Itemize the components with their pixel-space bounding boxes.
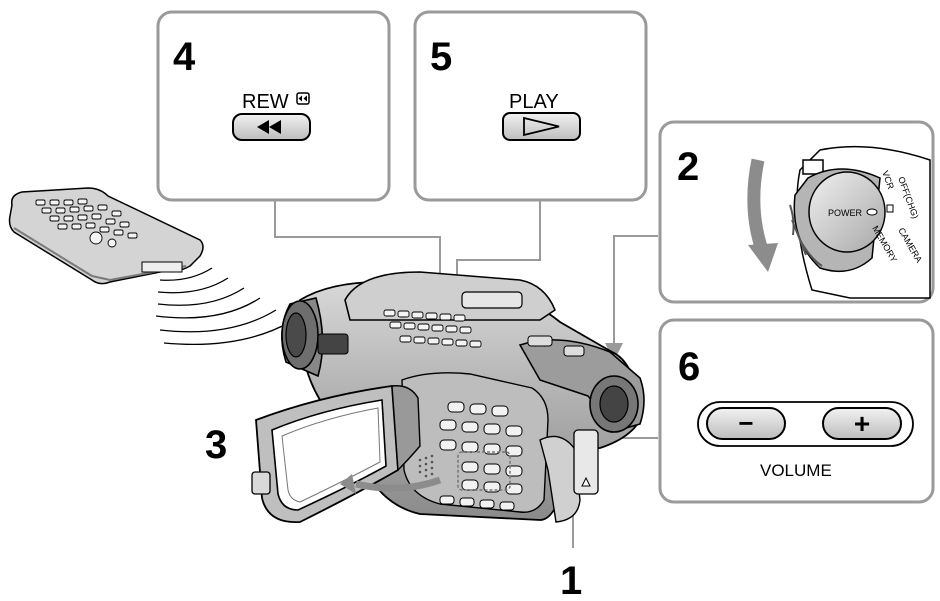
volume-plus-button[interactable]: + [822,407,902,440]
play-icon [523,116,560,137]
rotate-arrow-icon [747,158,778,272]
panel-step-2: 2 POWER OFF(CHG) VCR MEMORY CAMERA [658,120,935,304]
step-number-6: 6 [678,345,700,389]
step-number-5: 5 [430,35,452,79]
volume-label: VOLUME [760,461,832,480]
panel-step-5: 5 PLAY [413,10,648,202]
panel-step-4: 4 REW [156,10,391,202]
play-button[interactable] [502,112,581,141]
plus-icon: + [854,408,870,439]
power-label: POWER [828,208,863,218]
step-number-3: 3 [205,423,227,467]
rew-label: REW [242,91,289,113]
remote-control-icon [8,187,204,285]
step-number-2: 2 [677,145,699,189]
step-number-4: 4 [173,35,196,79]
camcorder-icon [251,271,645,523]
play-label: PLAY [509,91,559,113]
power-dial[interactable]: POWER [789,168,886,273]
mode-lamp-icon [802,159,824,175]
speaker-grille [418,454,434,478]
panel-step-6: 6 − + VOLUME [658,318,935,504]
rew-button[interactable] [232,113,311,141]
step-number-1: 1 [560,559,582,601]
volume-minus-button[interactable]: − [706,407,786,440]
infrared-waves-icon [155,267,291,346]
minus-icon: − [738,408,753,438]
rewind-icon [296,92,310,105]
